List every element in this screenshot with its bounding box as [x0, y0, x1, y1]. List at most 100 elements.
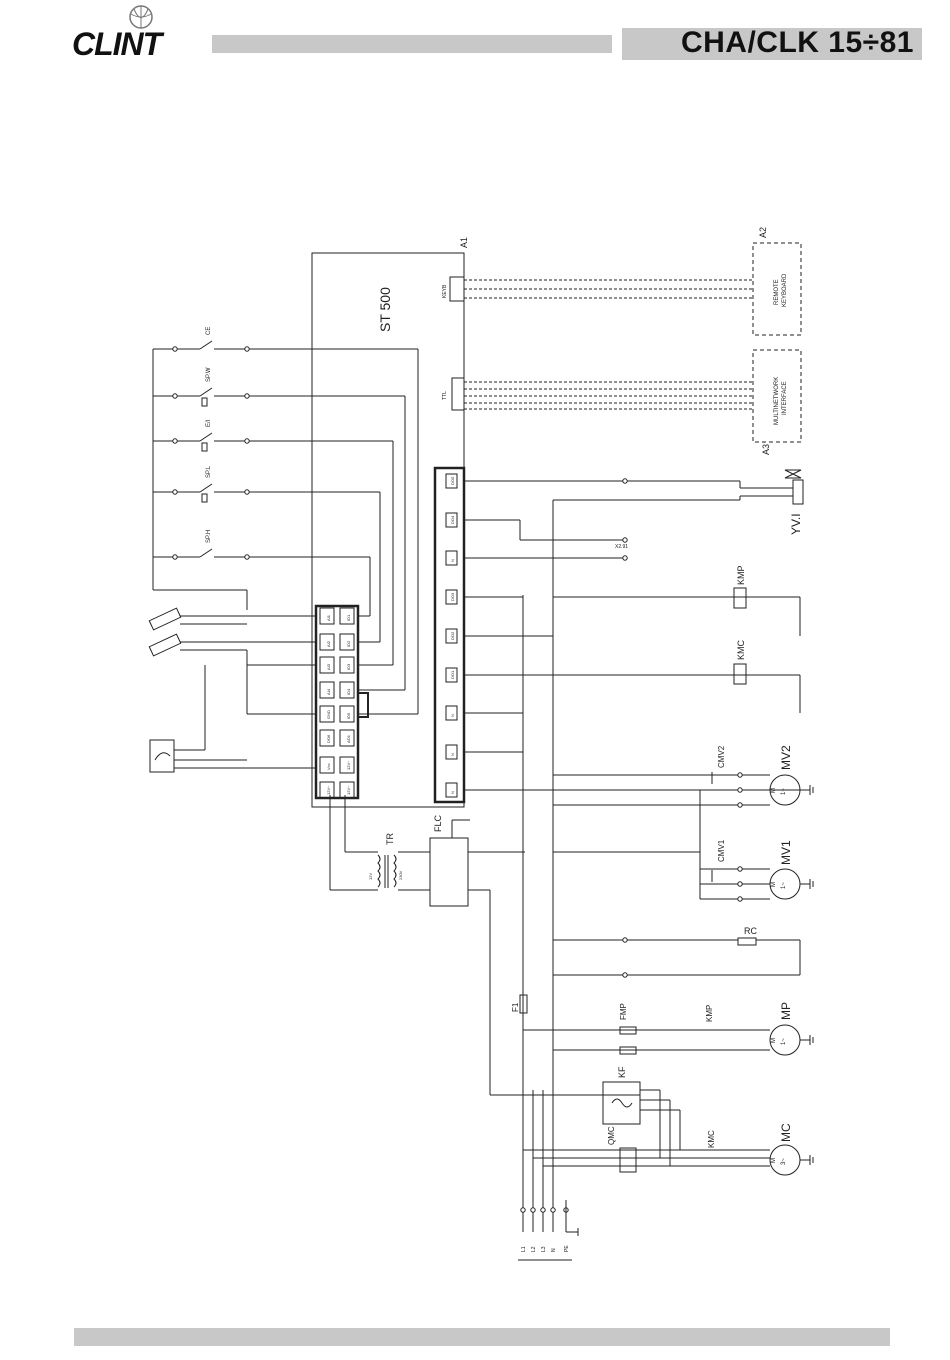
rc-label: RC — [744, 926, 757, 936]
brand-ball-icon — [128, 4, 154, 35]
ttl-connector — [451, 377, 465, 411]
motor-mc-m: M — [771, 1158, 777, 1163]
header-bar — [212, 35, 612, 53]
supply-label: PE — [564, 1245, 570, 1252]
label-a2: A2 — [758, 227, 768, 238]
switch-bulb — [201, 442, 208, 452]
input-terminal-label: DO6 — [326, 734, 331, 743]
input-terminal — [339, 681, 355, 699]
terminal-mark — [737, 802, 743, 808]
sensor-2 — [148, 633, 182, 657]
mp-label: MP — [779, 1002, 793, 1020]
input-terminal — [319, 681, 335, 699]
keyb-connector — [449, 276, 465, 302]
input-terminal-label: AI4 — [326, 688, 331, 695]
terminal-mark — [244, 554, 250, 560]
kmc2-label: KMC — [707, 1130, 716, 1148]
switch-contact — [199, 432, 213, 442]
output-terminal-label: DO3 — [450, 592, 455, 601]
motor-mv2-m: M — [771, 788, 777, 793]
output-terminal-label: N — [450, 753, 455, 756]
terminal-mark — [520, 1207, 526, 1213]
terminal-mark — [737, 881, 743, 887]
input-terminal — [319, 729, 335, 747]
mv1-label: MV1 — [779, 840, 793, 865]
motor-mc-phase: 3~ — [781, 1158, 787, 1165]
supply-label: L3 — [541, 1246, 547, 1252]
brand-logo: CLINT — [72, 26, 162, 62]
output-terminal-label: DO1 — [450, 670, 455, 679]
switch-label: SP.H — [206, 530, 212, 543]
kmc-label: KMC — [736, 640, 746, 661]
input-terminal — [339, 781, 355, 799]
terminal-mark — [172, 393, 178, 399]
output-terminal-label: DO2 — [450, 631, 455, 640]
x2-label: X2.91 — [615, 544, 628, 550]
motor-mv2-phase: 1~ — [781, 788, 787, 795]
input-terminal-label: 12V~ — [346, 760, 351, 770]
footer-bar — [74, 1328, 890, 1346]
remote-keyboard-box — [752, 242, 802, 336]
mc-label: MC — [779, 1123, 793, 1142]
terminal-mark — [622, 537, 628, 543]
supply-label: N — [551, 1248, 557, 1252]
switch-bulb — [201, 397, 208, 407]
output-terminal — [445, 550, 458, 566]
motor-mv1-m: M — [771, 882, 777, 887]
controller-box — [311, 252, 465, 808]
output-terminal — [445, 512, 458, 528]
motor-mv1-phase: 1~ — [781, 882, 787, 889]
flc-box — [429, 837, 469, 907]
keyb-label: KEYB — [442, 284, 448, 298]
terminal-mark — [530, 1207, 536, 1213]
output-terminal-label: DO5 — [450, 476, 455, 485]
input-terminal-label: ID3 — [346, 663, 351, 670]
controller-name: ST 500 — [377, 287, 393, 332]
input-terminal — [319, 781, 335, 799]
input-terminal-label: ID4 — [346, 688, 351, 695]
input-terminal-label: AI2 — [326, 640, 331, 647]
input-terminal-label: AO1 — [346, 734, 351, 743]
switch-label: CE — [206, 327, 212, 335]
terminal-mark — [622, 972, 628, 978]
multinetwork-box — [752, 349, 802, 443]
multinet-label-1: MULTINETWORK — [774, 377, 780, 425]
output-terminal-strip — [433, 466, 466, 804]
terminal-mark — [737, 896, 743, 902]
model-title-box: CHA/CLK 15÷81 — [622, 26, 922, 60]
kf-label: KF — [617, 1066, 627, 1078]
input-terminal-label: ID2 — [346, 640, 351, 647]
terminal-mark — [172, 438, 178, 444]
cmv2-label: CMV2 — [717, 745, 726, 768]
input-terminal-label: 12V~ — [346, 785, 351, 795]
switch-contact — [199, 340, 213, 350]
input-terminal-label: ID1 — [346, 614, 351, 621]
terminal-mark — [622, 937, 628, 943]
output-terminal — [445, 744, 458, 760]
input-terminal — [339, 656, 355, 674]
remote-label-1: REMOTE — [774, 279, 780, 305]
input-terminal-label: AI3 — [326, 663, 331, 670]
f1-fuse — [519, 994, 528, 1014]
pressure-transducer — [149, 739, 175, 773]
switch-label: SP.W — [206, 367, 212, 382]
f1-label: F1 — [511, 1002, 520, 1012]
output-terminal-label: N — [450, 791, 455, 794]
motor-mp-m: M — [771, 1038, 777, 1043]
output-terminal — [445, 589, 458, 605]
input-terminal — [319, 633, 335, 651]
output-terminal-label: N — [450, 714, 455, 717]
input-terminal — [339, 633, 355, 651]
switch-label: E/I — [206, 419, 212, 427]
motor-mp-phase: 1~ — [781, 1038, 787, 1045]
terminal-mark — [244, 393, 250, 399]
terminal-mark — [737, 787, 743, 793]
flc-label: FLC — [433, 814, 443, 832]
yvi-label: YV.I — [789, 513, 803, 535]
output-terminal — [445, 628, 458, 644]
remote-label-2: KEYBOARD — [782, 273, 788, 307]
input-terminal-label: ID5 — [346, 712, 351, 719]
input-terminal-strip — [314, 604, 360, 800]
output-terminal — [445, 782, 458, 798]
